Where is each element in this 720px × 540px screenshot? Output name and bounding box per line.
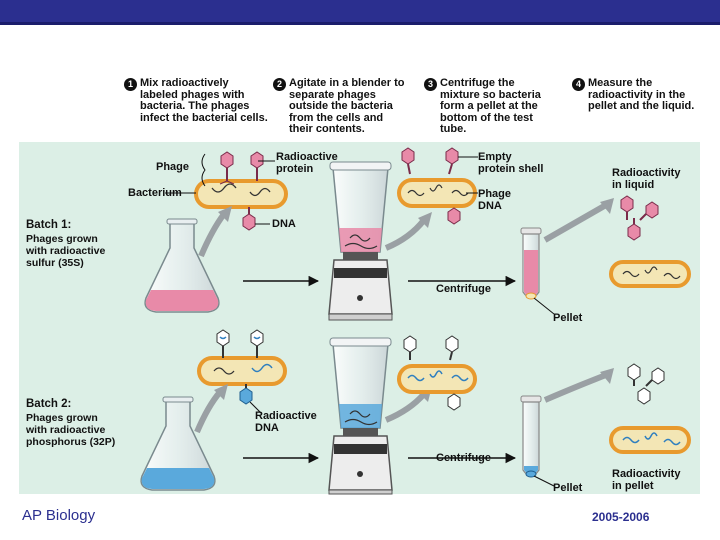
liquid-phage-icon — [620, 195, 634, 220]
phage-icon — [242, 207, 256, 231]
header-bar — [0, 0, 720, 25]
radioactive-protein-label: Radioactive protein — [276, 151, 338, 175]
bacterium-batch2 — [197, 356, 287, 386]
centrifuge-label-2: Centrifuge — [436, 452, 491, 464]
step-2-number: 2 — [273, 78, 286, 91]
blend-arrow-batch2 — [384, 391, 427, 423]
step-1-text: Mix radioactively labeled phages with ba… — [140, 77, 268, 124]
phage-label: Phage — [156, 161, 190, 173]
mix-arrow-batch2 — [194, 390, 223, 434]
bacterium-label: Bacterium — [128, 187, 182, 199]
dna-label: DNA — [272, 218, 296, 230]
pellet-label-1: Pellet — [553, 312, 583, 324]
measure-arrowhead-batch1 — [600, 198, 614, 214]
batch1-description: Phages grown with radioactive sulfur (35… — [26, 233, 106, 269]
step-3-number: 3 — [424, 78, 437, 91]
phage-icon — [216, 329, 230, 358]
footer-course: AP Biology — [22, 507, 96, 524]
blend-arrowhead-batch1 — [418, 212, 432, 228]
step-2-text: Agitate in a blender to separate phages … — [289, 77, 405, 135]
separated-bacterium-batch2 — [397, 364, 477, 394]
phage-icon — [219, 151, 235, 185]
liquid-phage-icon — [627, 218, 641, 241]
step-1-number: 1 — [124, 78, 137, 91]
measure-arrow-batch1 — [543, 202, 608, 243]
mix-arrow-batch1 — [198, 212, 227, 258]
pellet-label-2: Pellet — [553, 482, 583, 494]
measure-arrow-batch2 — [543, 372, 608, 403]
pellet-bacterium-batch2 — [609, 426, 691, 454]
measure-arrowhead-batch2 — [600, 368, 614, 384]
blender-batch1 — [328, 161, 393, 321]
empty-shell-label: Empty protein shell — [478, 151, 544, 175]
batch2-description: Phages grown with radioactive phosphorus… — [26, 412, 116, 448]
empty-shell-icon — [401, 147, 415, 175]
mix-arrowhead-batch1 — [218, 206, 232, 222]
step-3-text: Centrifuge the mixture so bacteria form … — [440, 77, 541, 135]
liquid-phage-icon — [645, 367, 665, 387]
centrifuge-label-1: Centrifuge — [436, 283, 491, 295]
liquid-phage-icon — [637, 387, 651, 405]
liquid-phage-icon — [627, 363, 641, 386]
phage-bracket — [201, 153, 206, 187]
radioactivity-pellet-label: Radioactivity in pellet — [612, 468, 681, 492]
phage-icon — [250, 329, 264, 358]
empty-shell-icon — [403, 335, 417, 360]
flask-batch1 — [144, 218, 220, 313]
footer-year: 2005-2006 — [592, 510, 650, 524]
phage-icon — [250, 151, 264, 181]
step-4-number: 4 — [572, 78, 585, 91]
mix-arrowhead-batch2 — [214, 384, 228, 400]
radioactive-dna-leader — [249, 401, 263, 415]
radioactivity-liquid-label: Radioactivity in liquid — [612, 167, 681, 191]
liquid-phage-icon — [639, 201, 659, 221]
test-tube-batch1 — [520, 227, 542, 300]
flask-batch2 — [140, 396, 216, 491]
empty-shell-icon — [447, 207, 461, 225]
batch2-title: Batch 2: — [26, 398, 72, 410]
batch1-title: Batch 1: — [26, 219, 72, 231]
pellet-bacterium-batch1 — [609, 260, 691, 288]
empty-shell-icon — [445, 335, 459, 361]
separated-bacterium-batch1 — [397, 178, 477, 208]
blender-batch2 — [328, 337, 393, 495]
phage-icon — [239, 384, 253, 405]
pellet-leader-1 — [533, 297, 555, 315]
bacterium-batch1 — [194, 179, 288, 209]
blend-arrow-batch1 — [384, 218, 427, 251]
step-4-text: Measure the radioactivity in the pellet … — [588, 77, 695, 112]
test-tube-batch2 — [520, 395, 542, 478]
empty-shell-icon — [447, 393, 461, 411]
empty-shell-icon — [445, 147, 459, 175]
radioactive-dna-label: Radioactive DNA — [255, 410, 317, 434]
phage-dna-label: Phage DNA — [478, 188, 512, 212]
pellet-leader-2 — [533, 475, 555, 487]
